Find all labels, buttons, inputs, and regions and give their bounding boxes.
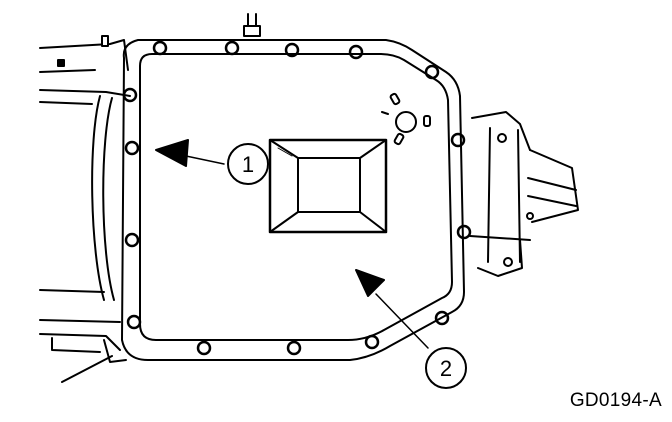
drain-fitting <box>381 92 431 146</box>
vent-tube <box>243 13 261 37</box>
transmission-case <box>39 35 131 383</box>
extension-housing <box>469 111 579 277</box>
pan-bolts <box>122 40 472 356</box>
callout-2-label: 2 <box>440 356 452 381</box>
callout-1-label: 1 <box>242 152 254 177</box>
oil-pan-body <box>139 53 453 341</box>
figure-code: GD0194-A <box>569 390 662 411</box>
callout-1 <box>155 139 269 185</box>
pan-flange <box>121 39 465 361</box>
callout-2 <box>355 269 467 389</box>
pan-raised-section <box>268 138 388 234</box>
